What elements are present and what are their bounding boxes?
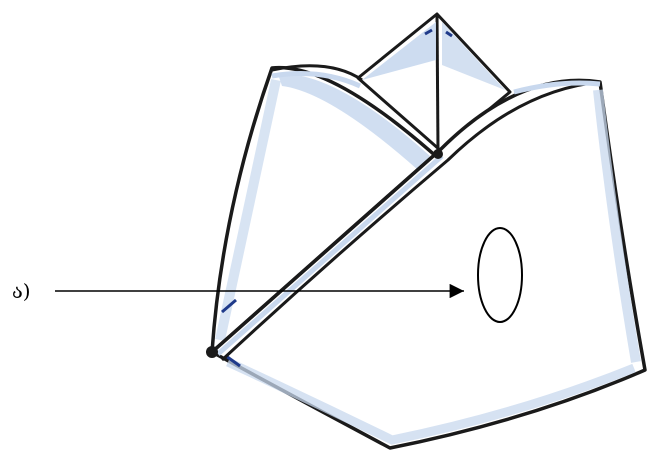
upper-rim xyxy=(271,64,601,95)
label-a: ა) xyxy=(12,279,31,303)
diagonal-fold-edge xyxy=(206,80,601,362)
napkin-top-peak xyxy=(356,12,512,152)
ellipse-marker xyxy=(477,227,523,323)
